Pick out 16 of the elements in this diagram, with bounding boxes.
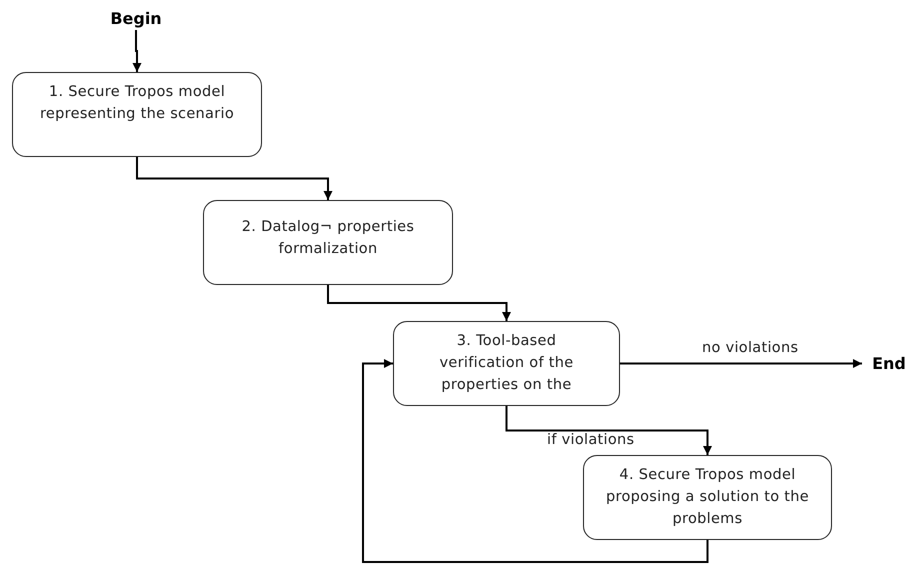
- arrow: [506, 406, 712, 455]
- process-box: [393, 321, 620, 406]
- terminal-label: End: [865, 351, 913, 375]
- step-text: 3. Tool-based verification of the properties on the: [438, 332, 574, 395]
- process-box: [12, 72, 262, 157]
- terminal-label: Begin: [106, 6, 166, 30]
- step-text: 2. Datalog¬ properties formalization: [240, 218, 416, 259]
- step-text: 1. Secure Tropos model representing the scenario: [38, 83, 235, 124]
- process-box: [583, 455, 832, 540]
- step-text: 4. Secure Tropos model proposing a solution to the problems: [605, 466, 810, 529]
- arrow: [132, 30, 142, 72]
- arrow: [362, 359, 708, 563]
- arrow: [327, 285, 511, 321]
- arrow: [136, 157, 332, 200]
- arrow: [620, 359, 862, 368]
- process-box: [203, 200, 453, 285]
